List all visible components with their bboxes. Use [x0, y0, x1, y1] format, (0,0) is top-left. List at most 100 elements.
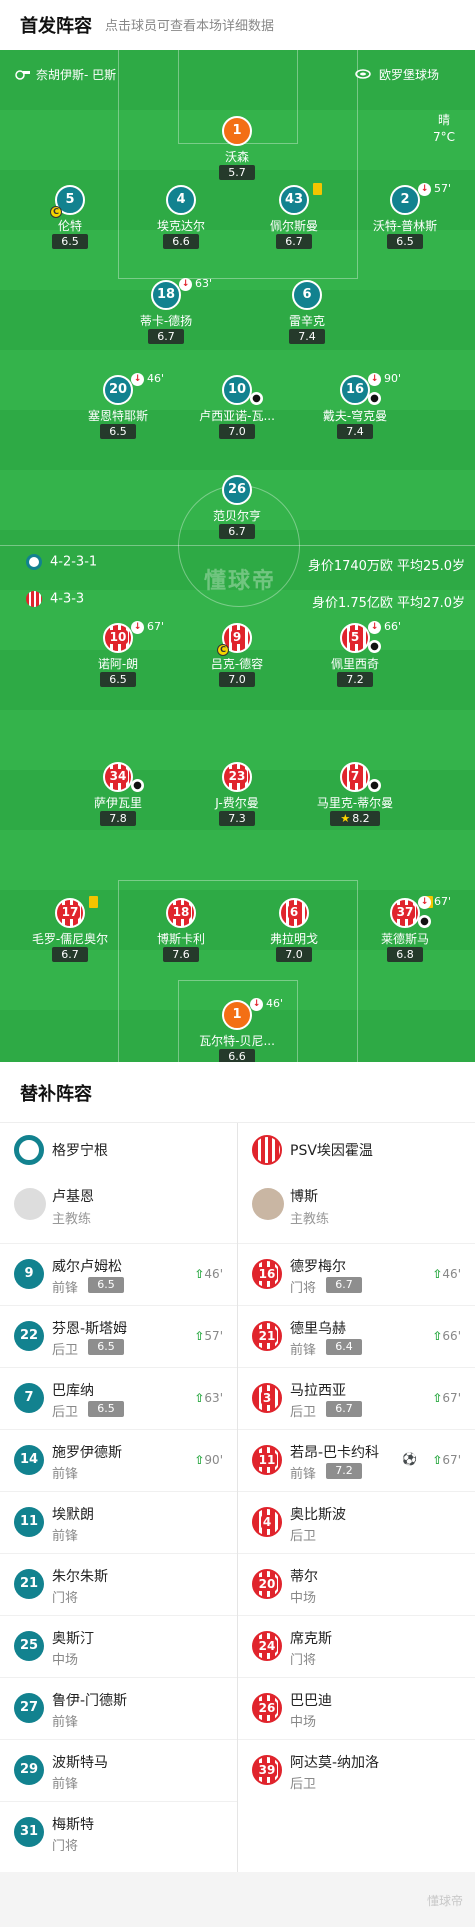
substitution-minute: 46' [147, 372, 165, 385]
away-team-header[interactable]: PSV埃因霍温 [238, 1123, 475, 1173]
player-name: 萨伊瓦里 [93, 796, 142, 810]
jersey-number-badge: 6 [279, 898, 309, 928]
goal-ball-icon: ● [418, 915, 431, 928]
weather: 晴 7°C [433, 112, 455, 146]
jersey-number: 4 [260, 1515, 274, 1529]
player-rating: 7.4 [337, 424, 373, 439]
jersey-number: 6 [287, 905, 301, 919]
away-team-stats: 身价1.75亿欧 平均27.0岁 [311, 596, 465, 611]
jersey-number: 20 [256, 1577, 278, 1591]
jersey-number-badge: 25 [14, 1631, 44, 1661]
home-team-name: 格罗宁根 [52, 1143, 108, 1159]
player-name: 波斯特马 [52, 1755, 108, 1771]
goal-ball-icon: ⚽ [402, 1452, 417, 1466]
substitution-in: ⇧63' [194, 1391, 223, 1405]
jersey-number-badge: 7 [14, 1383, 44, 1413]
jersey-number-badge: 1 [222, 1000, 252, 1030]
page-subtitle: 点击球员可查看本场详细数据 [105, 19, 275, 34]
player-position: 前锋 [52, 1281, 79, 1296]
page-title: 首发阵容 [20, 16, 92, 37]
jersey-number-badge: 22 [14, 1321, 44, 1351]
home-team-header[interactable]: 格罗宁根 [0, 1123, 237, 1173]
player-name: 梅斯特 [52, 1817, 94, 1833]
jersey-number-badge: 34 [103, 762, 133, 792]
substitution-minute: 57' [204, 1329, 223, 1343]
jersey-number-badge: 21 [14, 1569, 44, 1599]
groningen-logo-icon [14, 1135, 44, 1165]
player-rating: 7.4 [289, 329, 325, 344]
jersey-number-badge: 3 [252, 1383, 282, 1413]
player-name: 博斯卡利 [156, 932, 205, 946]
player-name: 埃默朗 [52, 1507, 94, 1523]
player-name: 马拉西亚 [290, 1383, 346, 1399]
substitution-in-icon: ⇧ [194, 1391, 205, 1405]
jersey-number-badge: 9 [14, 1259, 44, 1289]
weather-condition: 晴 [437, 113, 450, 127]
player-rating: 6.4 [326, 1339, 362, 1355]
player-rating: 6.5 [88, 1277, 124, 1293]
substitution-out-icon: ↓ [418, 183, 431, 196]
substitution-minute: 66' [384, 620, 402, 633]
player-position: 门将 [52, 1839, 79, 1854]
substitution-minute: 90' [204, 1453, 223, 1467]
player-name: 沃特-普林斯 [372, 219, 438, 233]
jersey-number: 24 [256, 1639, 278, 1653]
away-coach[interactable]: 博斯 主教练 [238, 1178, 475, 1242]
player-rating: 6.6 [219, 1049, 255, 1062]
jersey-number: 26 [256, 1701, 278, 1715]
player-rating: 6.7 [148, 329, 184, 344]
substitution-out-icon: ↓ [131, 373, 144, 386]
substitution-in-icon: ⇧ [432, 1267, 443, 1281]
home-coach[interactable]: 卢基恩 主教练 [0, 1178, 237, 1242]
substitution-in: ⇧67' [432, 1391, 461, 1405]
player-position: 后卫 [290, 1529, 317, 1544]
player-position: 门将 [290, 1281, 317, 1296]
player-position: 中场 [290, 1715, 317, 1730]
jersey-number-badge: 18 [151, 280, 181, 310]
goal-ball-icon: ● [368, 640, 381, 653]
yellow-card-icon [89, 896, 98, 908]
